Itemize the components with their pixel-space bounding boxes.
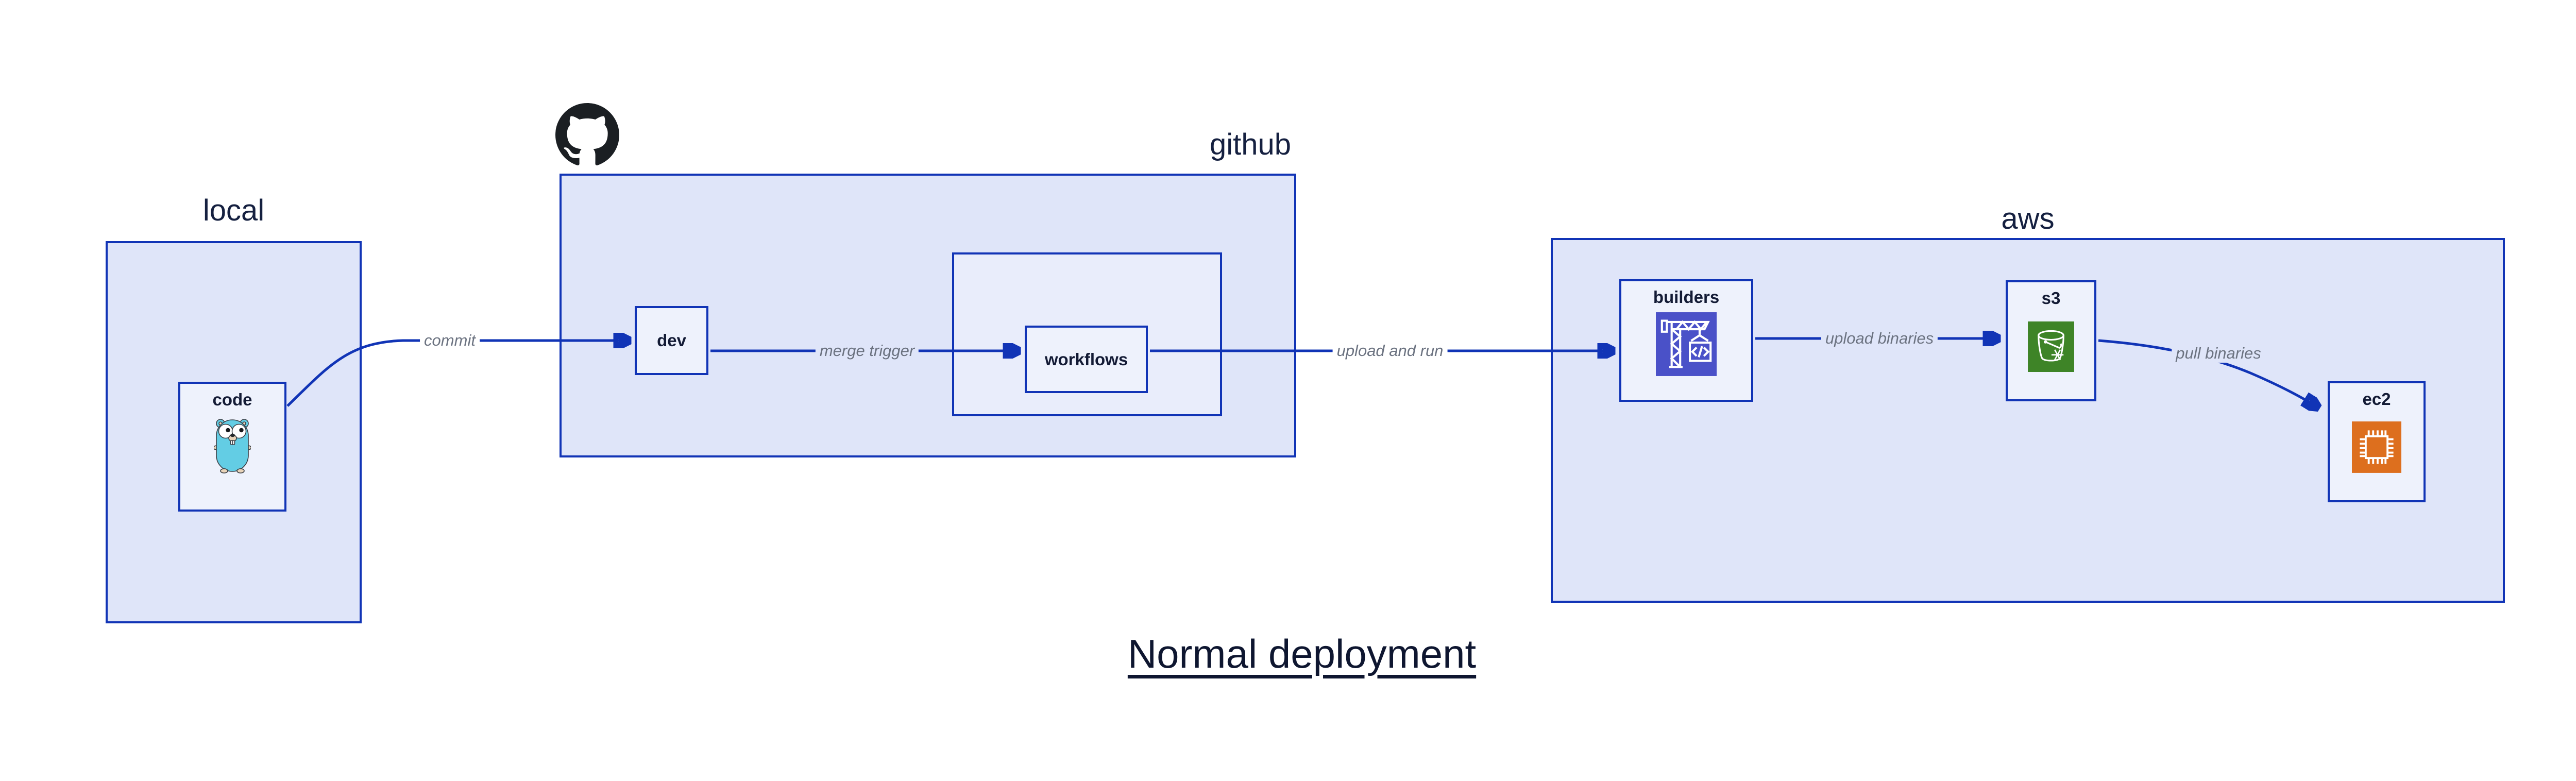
edge-commit-label: commit	[420, 331, 480, 350]
node-builders: builders	[1619, 279, 1753, 402]
diagram-title: Normal deployment	[1127, 631, 1477, 676]
edge-upload-and-run-label: upload and run	[1332, 342, 1448, 360]
s3-bucket-snowflake-icon	[2008, 321, 2094, 375]
node-dev: dev	[635, 306, 708, 375]
go-gopher-icon	[180, 417, 284, 476]
edge-merge-trigger-label: merge trigger	[815, 342, 919, 360]
edge-pull-binaries-label: pull binaries	[2172, 344, 2265, 363]
github-group-label: github	[1209, 128, 1291, 161]
aws-codebuild-crane-icon	[1621, 312, 1751, 379]
node-s3-label: s3	[2041, 288, 2061, 308]
node-workflows: workflows	[1025, 326, 1148, 393]
ec2-chip-icon	[2330, 421, 2424, 476]
aws-group-label: aws	[2001, 202, 2055, 235]
node-s3: s3	[2006, 280, 2096, 401]
node-code: code	[178, 382, 286, 512]
edge-upload-binaries-label: upload binaries	[1821, 329, 1938, 348]
github-octocat-logo-icon	[555, 103, 619, 169]
node-dev-label: dev	[657, 331, 686, 350]
node-ec2: ec2	[2328, 381, 2426, 502]
local-group-label: local	[202, 194, 265, 227]
node-ec2-label: ec2	[2362, 389, 2391, 409]
node-builders-label: builders	[1653, 287, 1720, 307]
node-workflows-label: workflows	[1044, 349, 1128, 369]
node-code-label: code	[212, 390, 252, 409]
